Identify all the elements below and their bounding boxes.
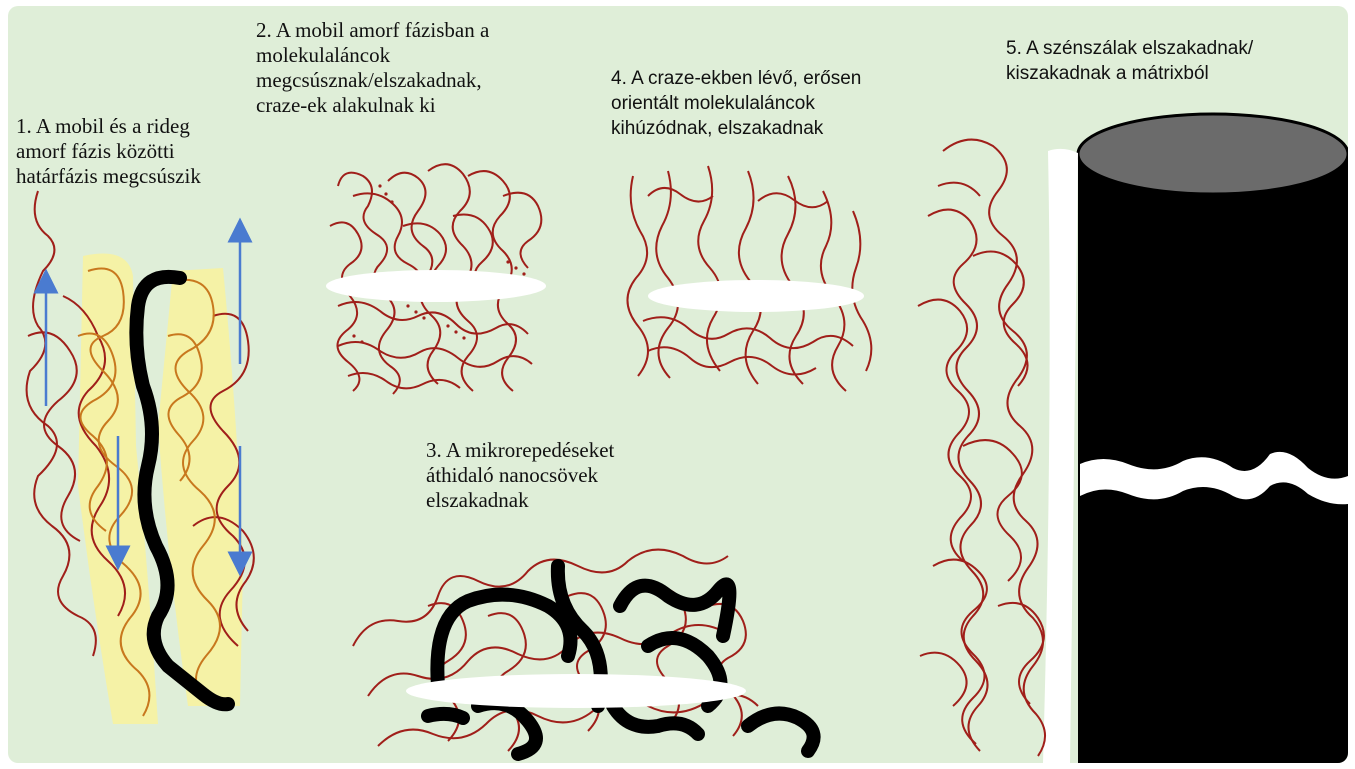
panel-1-interphase-slip [27,191,254,724]
label-step-1: 1. A mobil és a rideg amorf fázis között… [16,114,201,189]
craze-crack-panel-4 [648,280,864,312]
label-step-2: 2. A mobil amorf fázisban a molekulalánc… [256,18,489,118]
carbon-fiber-top [1078,114,1348,194]
panel-5-fiber-fracture [918,114,1348,763]
craze-crack-panel-3 [406,674,746,708]
diagram-canvas: 1. A mobil és a rideg amorf fázis között… [8,6,1348,763]
label-step-5: 5. A szénszálak elszakadnak/ kiszakadnak… [1006,36,1253,86]
nanotubes-panel-3 [428,566,814,754]
panel-3-nanotube-breakage [353,550,814,754]
carbon-fiber-body [1078,151,1348,763]
debond-gap [1043,149,1078,763]
molecular-chains-panel-4 [627,166,871,391]
craze-crack-panel-2 [326,270,546,302]
molecular-chains-panel-5 [918,140,1045,756]
yellow-band-right [158,268,243,706]
label-step-4: 4. A craze-ekben lévő, erősen orientált … [611,66,861,141]
panel-4-chain-pullout [627,166,871,391]
panel-2-craze-formation [326,164,546,394]
label-step-3: 3. A mikrorepedéseket áthidaló nanocsöve… [426,438,614,513]
